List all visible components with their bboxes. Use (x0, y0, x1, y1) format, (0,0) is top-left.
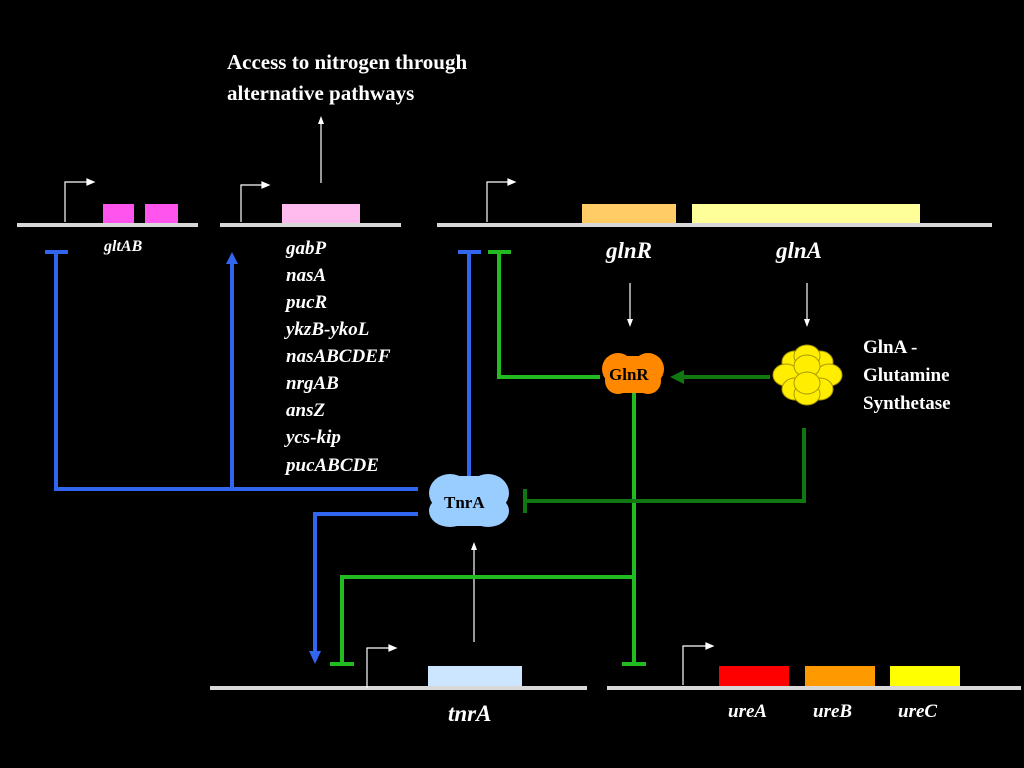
label-gltAB: gltAB (103, 238, 143, 255)
gene-ureA-box (719, 666, 789, 686)
label-target-9: pucABCDE (284, 455, 379, 476)
tnrA-protein-label: TnrA (444, 493, 485, 512)
header-line-2: alternative pathways (227, 81, 414, 105)
label-ureA: ureA (728, 701, 767, 722)
label-target-1: gabP (285, 238, 327, 259)
glnA-protein-icon (772, 344, 843, 406)
label-target-6: nrgAB (286, 373, 339, 394)
gene-glnR-box (582, 204, 676, 223)
tnrA-activation-arrowhead-targets (226, 252, 238, 264)
label-target-8: ycs-kip (284, 427, 341, 448)
glnR-regulation-lines (330, 250, 646, 666)
tnrA-regulation-lines (45, 250, 481, 655)
glnA-desc-line-1: GlnA - (863, 337, 917, 358)
gene-gltA-box (103, 204, 134, 223)
label-target-4: ykzB-ykoL (284, 319, 369, 340)
header-arrowhead (318, 116, 324, 124)
label-glnA-gene: glnA (775, 238, 822, 263)
gene-gltB-box (145, 204, 178, 223)
expression-arrow-glnA (804, 283, 810, 327)
expression-arrow-glnR (627, 283, 633, 327)
glnA-regulation-lines (523, 375, 806, 513)
gene-tnrA-box (428, 666, 522, 686)
promoter-gltAB (64, 178, 96, 222)
glnR-protein-label: GlnR (609, 365, 649, 384)
expression-arrow-tnrA (471, 542, 477, 642)
tnrA-protein (429, 474, 509, 527)
promoter-targets (240, 181, 271, 222)
header-line-1: Access to nitrogen through (227, 50, 467, 74)
glnA-desc-line-2: Glutamine (863, 365, 950, 386)
promoter-glnRA (486, 178, 517, 222)
label-ureC: ureC (898, 701, 937, 722)
label-ureB: ureB (813, 701, 852, 722)
tnrA-arrowhead-tnrA (309, 651, 321, 664)
gene-ureC-box (890, 666, 960, 686)
gene-targets-box (282, 204, 360, 223)
gene-ureB-box (805, 666, 875, 686)
promoter-ure (682, 642, 715, 685)
gene-glnA-box (692, 204, 920, 223)
label-target-7: ansZ (286, 400, 325, 421)
label-target-3: pucR (284, 292, 327, 313)
glnA-desc-line-3: Synthetase (863, 393, 951, 414)
label-target-5: nasABCDEF (286, 346, 391, 367)
label-glnR-gene: glnR (605, 238, 652, 263)
glnR-protein (602, 353, 664, 394)
label-target-2: nasA (286, 265, 326, 286)
label-tnrA-gene: tnrA (448, 701, 491, 726)
glnA-activates-glnR-arrowhead (670, 370, 684, 384)
promoter-tnrA (366, 644, 398, 688)
